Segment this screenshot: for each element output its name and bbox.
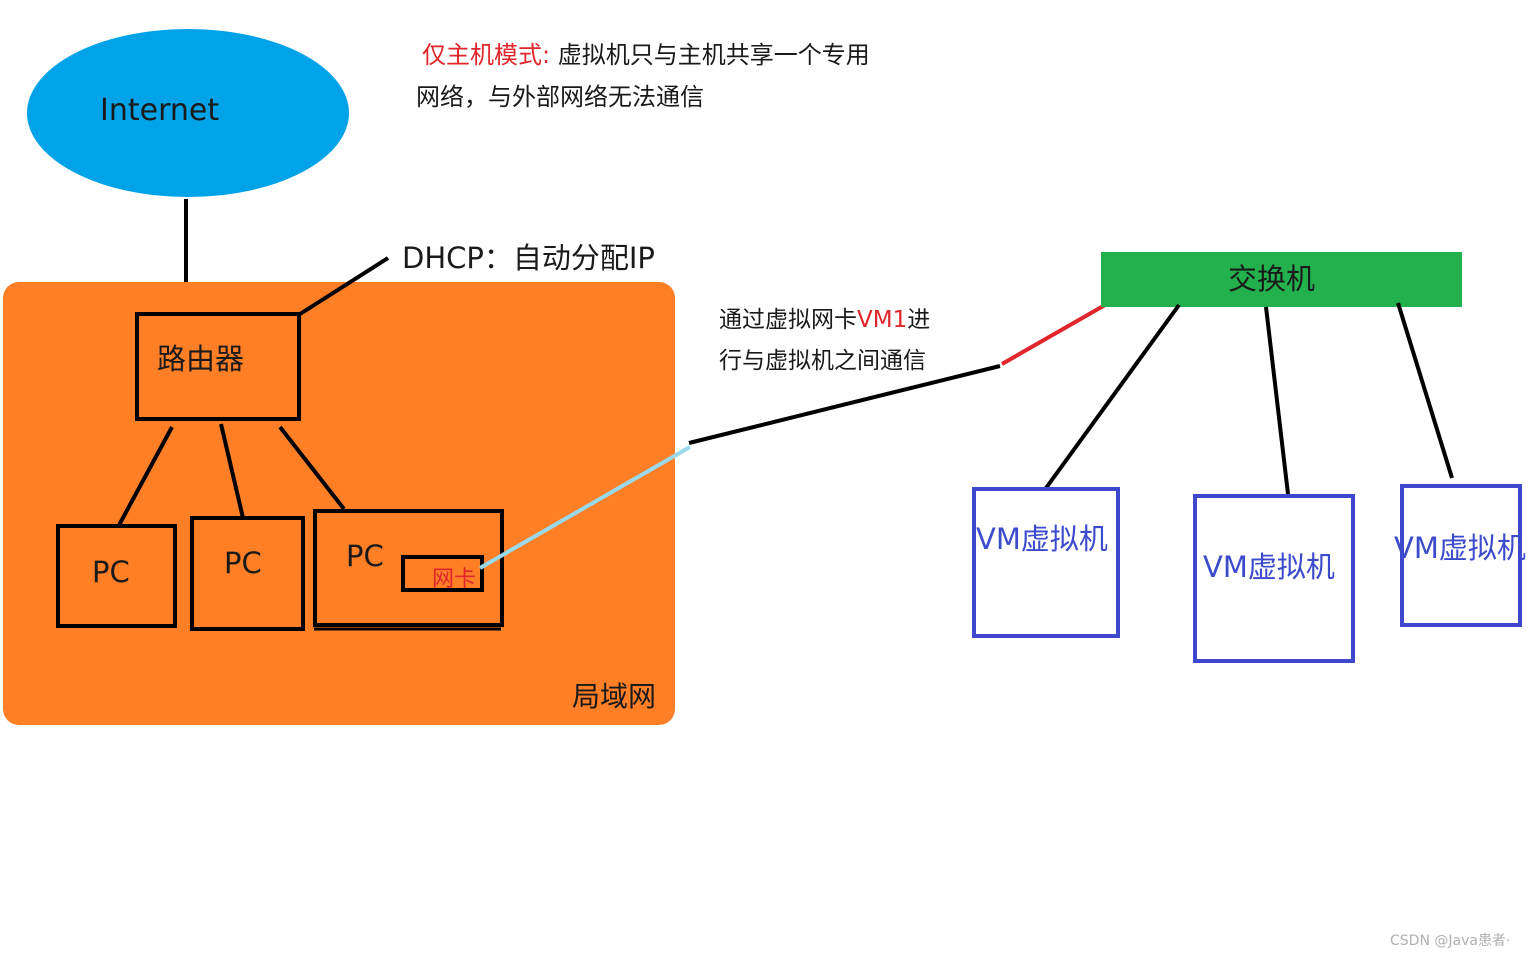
pc3-box bbox=[313, 509, 504, 627]
internet-label: Internet bbox=[100, 93, 220, 128]
switch-uplink bbox=[1001, 303, 1106, 366]
watermark: CSDN @Java患者· bbox=[1390, 933, 1511, 949]
dhcp-pointer bbox=[298, 256, 390, 316]
switch-vm2-link bbox=[1264, 306, 1290, 495]
vm2-label: VM虚拟机 bbox=[1203, 550, 1335, 584]
router-box bbox=[135, 312, 301, 421]
mode-description-line2: 网络，与外部网络无法通信 bbox=[416, 83, 704, 111]
vm1-label: VM虚拟机 bbox=[976, 522, 1108, 556]
pc3-label: PC bbox=[346, 539, 384, 573]
nic-label: 网卡 bbox=[432, 567, 477, 592]
mode-description: 虚拟机只与主机共享一个专用 bbox=[557, 41, 870, 69]
dhcp-label: DHCP：自动分配IP bbox=[402, 241, 655, 275]
switch-box bbox=[1101, 252, 1462, 307]
virtual-adapter-link bbox=[688, 364, 1001, 445]
switch-vm3-link bbox=[1396, 302, 1454, 479]
caption-prefix: 通过虚拟网卡 bbox=[719, 307, 857, 333]
internet-cloud bbox=[27, 29, 349, 197]
vm1-box bbox=[972, 487, 1120, 638]
vm3-box bbox=[1400, 484, 1522, 627]
router-pc2-link bbox=[219, 423, 245, 519]
nic-box bbox=[401, 555, 484, 592]
vm3-label: VM虚拟机 bbox=[1394, 531, 1526, 565]
mode-title: 仅主机模式: bbox=[422, 41, 551, 69]
switch-vm1-link bbox=[1044, 303, 1181, 490]
pc1-label: PC bbox=[92, 555, 130, 589]
pc1-box bbox=[56, 524, 177, 628]
nic-virtual-link bbox=[479, 445, 691, 570]
caption-suffix: 进 bbox=[907, 307, 931, 333]
mode-title-line: 仅主机模式: 虚拟机只与主机共享一个专用 bbox=[422, 43, 870, 67]
vm2-box bbox=[1193, 494, 1355, 663]
pc2-box bbox=[190, 516, 305, 631]
caption-adapter-name: VM1 bbox=[857, 307, 908, 333]
pc2-label: PC bbox=[224, 546, 262, 580]
router-pc3-link bbox=[278, 425, 346, 511]
virtual-adapter-caption-line2: 行与虚拟机之间通信 bbox=[719, 348, 926, 374]
virtual-adapter-caption-line1: 通过虚拟网卡VM1进 bbox=[719, 309, 930, 332]
lan-label: 局域网 bbox=[572, 680, 657, 713]
router-label: 路由器 bbox=[157, 342, 245, 376]
router-pc1-link bbox=[116, 426, 174, 528]
switch-label: 交换机 bbox=[1228, 262, 1316, 296]
